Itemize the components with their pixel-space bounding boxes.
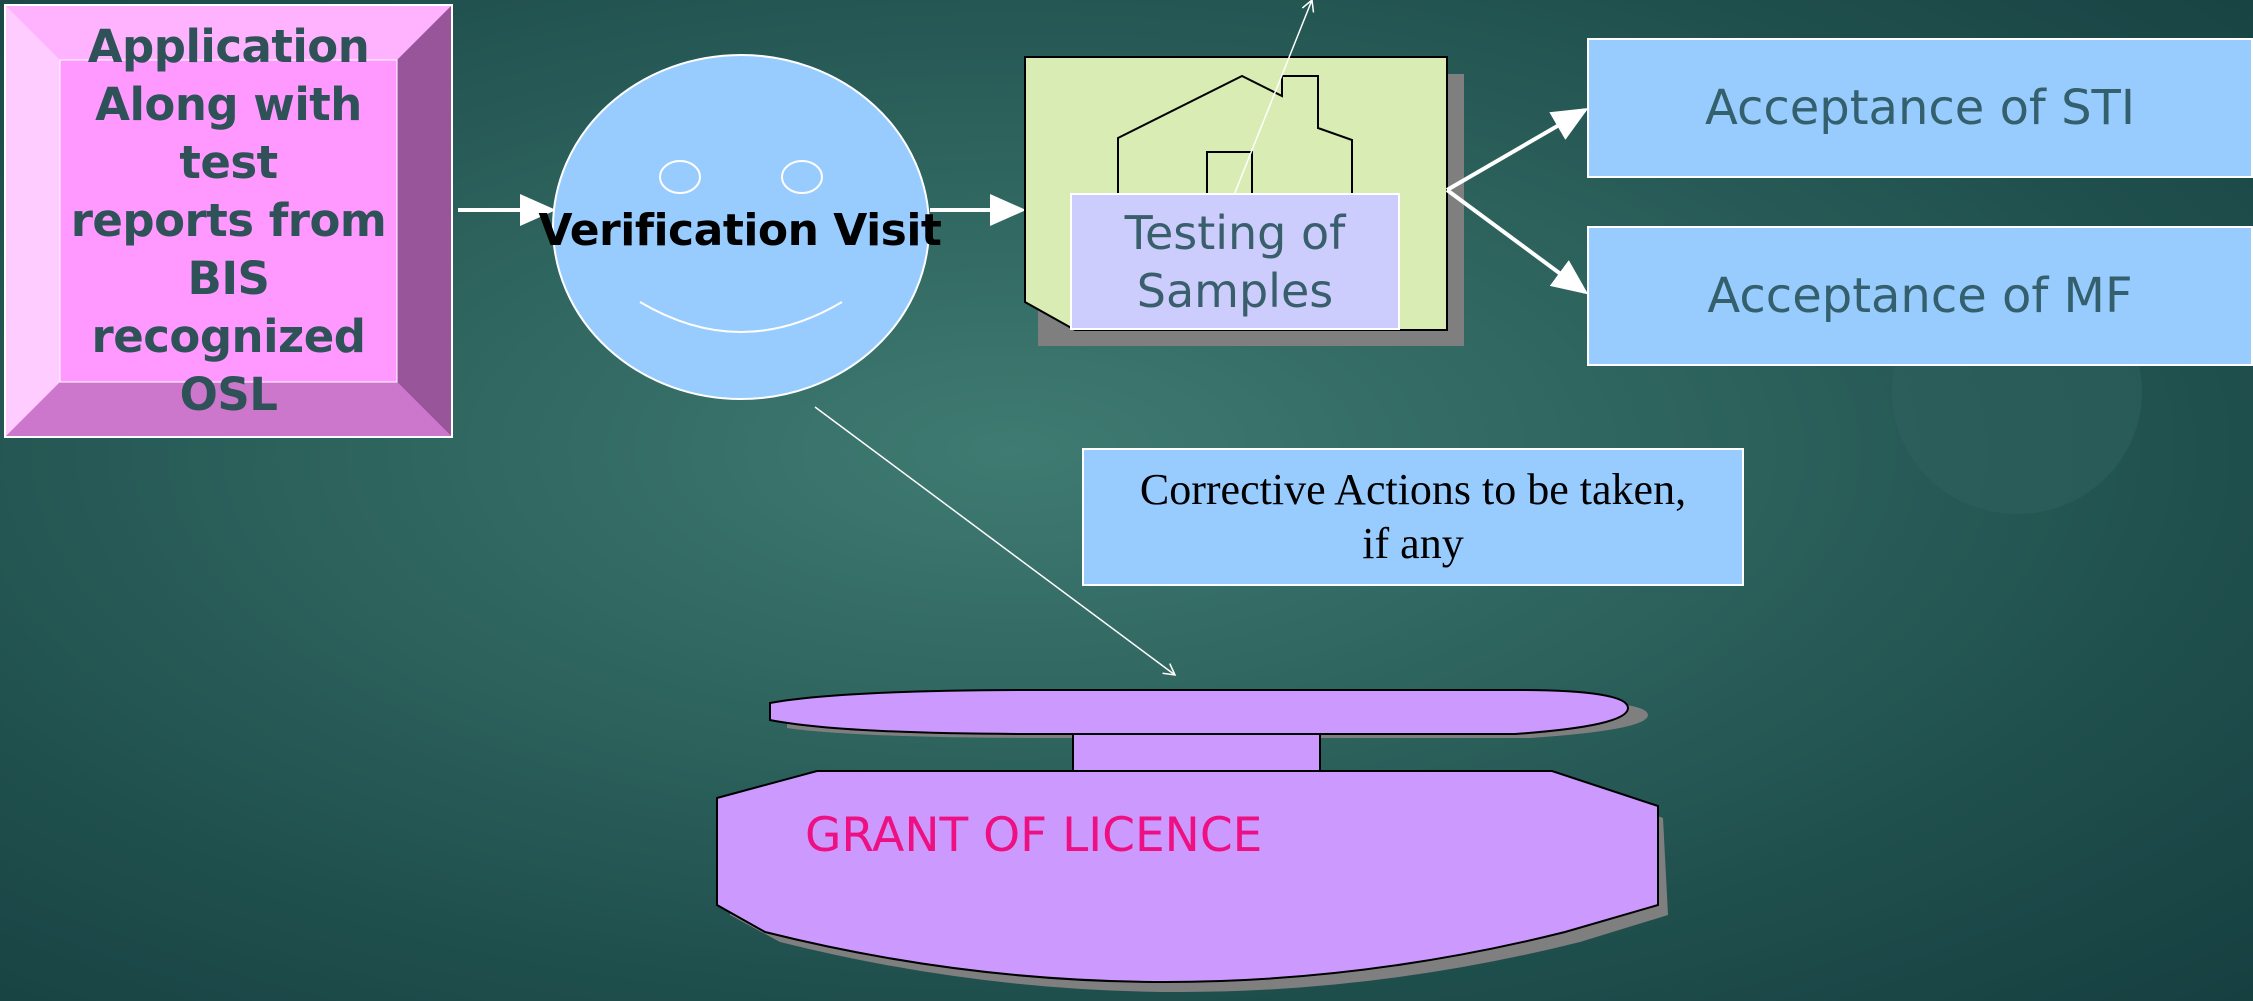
arrow-to-acceptance-mf: [1445, 188, 1589, 295]
testing-of-samples-label: Testing of Samples: [1124, 205, 1346, 318]
arrow-verification-to-grant: [814, 406, 1177, 676]
application-bevel-box: [4, 4, 453, 438]
arrow-testing-up: [1231, 0, 1315, 201]
acceptance-mf-box: Acceptance of MF: [1587, 226, 2253, 366]
verification-smiley: [552, 54, 930, 400]
arrow-to-acceptance-sti: [1445, 107, 1589, 192]
verification-visit-label: Verification Visit: [538, 204, 942, 256]
testing-label-box: [1070, 193, 1400, 330]
application-label: Application Along with test reports from…: [70, 20, 387, 421]
grant-of-licence-label: GRANT OF LICENCE: [805, 807, 1263, 863]
acceptance-sti-box: Acceptance of STI: [1587, 38, 2253, 178]
left-eye: [659, 160, 701, 194]
smile: [639, 301, 843, 333]
grant-licence-shape: [716, 689, 1668, 992]
right-eye: [781, 160, 823, 194]
corrective-actions-box: Corrective Actions to be taken, if any: [1082, 448, 1744, 586]
